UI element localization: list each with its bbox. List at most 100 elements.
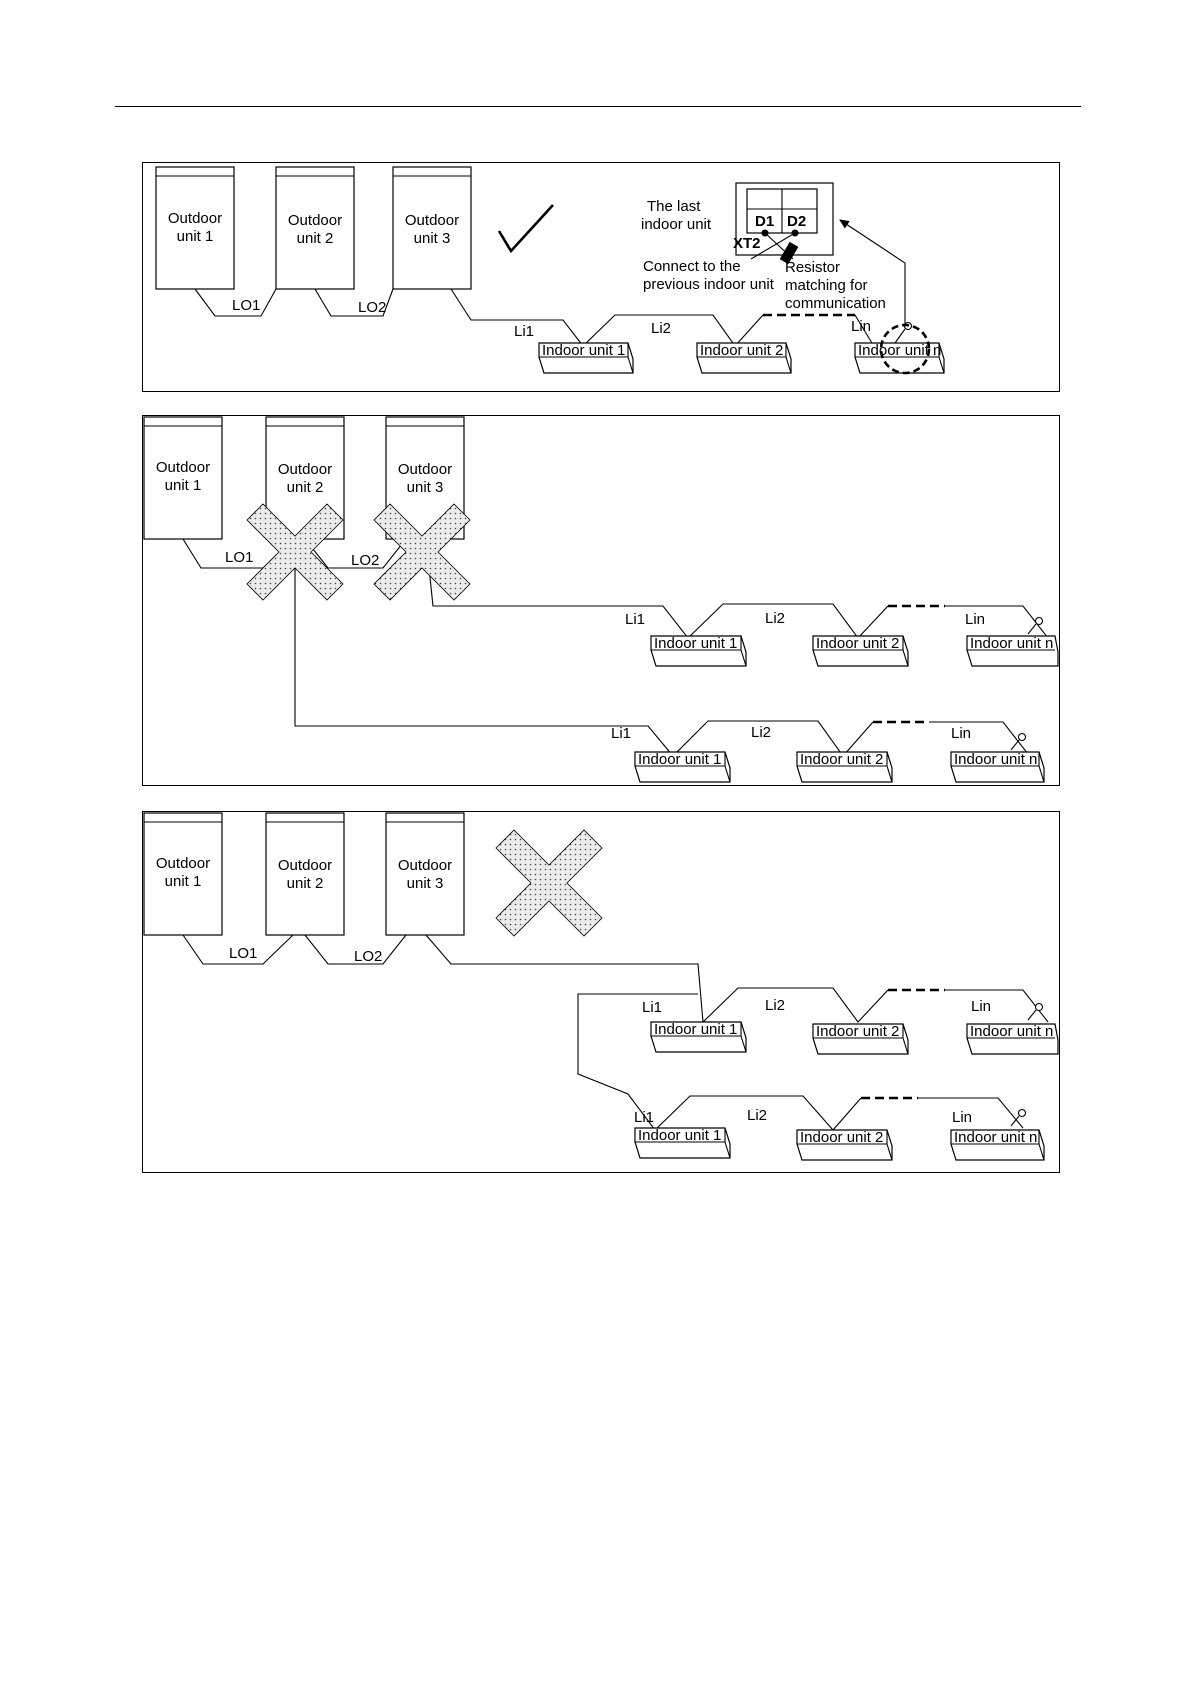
resistor-terminal-icon xyxy=(1017,1108,1027,1118)
indoor-unit-label: Indoor unit 2 xyxy=(816,1023,899,1040)
callout-arrow xyxy=(839,219,906,325)
check-mark-icon xyxy=(497,204,554,254)
indoor-unit-label: Indoor unit 1 xyxy=(654,1021,737,1038)
outdoor-unit-label: unit 1 xyxy=(165,477,202,494)
outdoor-unit-label: unit 2 xyxy=(287,479,324,496)
resistor-lead xyxy=(894,328,906,344)
outdoor-unit-label: Outdoor xyxy=(156,459,210,476)
outdoor-unit-1: Outdoor unit 1 xyxy=(143,416,223,540)
cross-mark-icon xyxy=(373,503,471,601)
outdoor-unit-label: unit 1 xyxy=(177,228,214,245)
indoor-unit-label: Indoor unit 2 xyxy=(816,635,899,652)
link-label-li2: Li2 xyxy=(651,320,671,337)
indoor-unit-label: Indoor unit n xyxy=(970,635,1053,652)
panel-incorrect-indoor-branch: Outdoor unit 1 Outdoor unit 2 Outdoor un… xyxy=(142,811,1060,1173)
link-label-lo2: LO2 xyxy=(351,552,379,569)
outdoor-unit-1: Outdoor unit 1 xyxy=(155,166,235,290)
indoor-unit-n: Indoor unit n xyxy=(950,751,1045,783)
link-label-lo2: LO2 xyxy=(358,299,386,316)
outdoor-unit-label: Outdoor xyxy=(288,212,342,229)
indoor-unit-label: Indoor unit 1 xyxy=(542,342,625,359)
link-label-lo1: LO1 xyxy=(229,945,257,962)
outdoor-unit-label: unit 3 xyxy=(407,875,444,892)
outdoor-unit-label: unit 3 xyxy=(407,479,444,496)
link-label-lin: Lin xyxy=(851,318,871,335)
indoor-unit-1: Indoor unit 1 xyxy=(650,1021,747,1053)
outdoor-unit-label: Outdoor xyxy=(405,212,459,229)
outdoor-unit-2: Outdoor unit 2 xyxy=(275,166,355,290)
link-label-li2: Li2 xyxy=(765,610,785,627)
callout-connect-label: previous indoor unit xyxy=(643,276,775,293)
wire-lo2 xyxy=(304,538,407,569)
outdoor-unit-3: Outdoor unit 3 xyxy=(385,812,465,936)
lower-branch-wire xyxy=(929,721,1029,755)
indoor-unit-2: Indoor unit 2 xyxy=(796,751,893,783)
link-label-li1: Li1 xyxy=(514,323,534,340)
link-label-li1: Li1 xyxy=(642,999,662,1016)
indoor-unit-label: Indoor unit 2 xyxy=(700,342,783,359)
outdoor-unit-label: Outdoor xyxy=(398,857,452,874)
upper-branch-wire xyxy=(425,934,889,1024)
wire-lo2 xyxy=(314,288,394,317)
indoor-unit-1: Indoor unit 1 xyxy=(634,751,731,783)
outdoor-unit-3: Outdoor unit 3 xyxy=(392,166,472,290)
callout-connect-label: Connect to the xyxy=(643,258,741,275)
cross-mark-icon xyxy=(495,829,603,937)
terminal-d1-label: D1 xyxy=(755,213,774,230)
indoor-unit-n: Indoor unit n xyxy=(966,635,1059,667)
indoor-unit-2: Indoor unit 2 xyxy=(796,1129,893,1161)
resistor-terminal-icon xyxy=(1017,732,1027,742)
indoor-unit-label: Indoor unit 1 xyxy=(638,1127,721,1144)
callout-resistor-label: communication xyxy=(785,295,886,312)
outdoor-unit-label: unit 3 xyxy=(414,230,451,247)
outdoor-unit-label: Outdoor xyxy=(278,857,332,874)
callout-last-unit-label: indoor unit xyxy=(641,216,712,233)
wire-lo1 xyxy=(194,288,277,317)
panel-incorrect-outdoor-branch: Outdoor unit 1 Outdoor unit 2 Outdoor un… xyxy=(142,415,1060,786)
indoor-unit-label: Indoor unit 1 xyxy=(638,751,721,768)
link-label-lo1: LO1 xyxy=(225,549,253,566)
indoor-unit-2: Indoor unit 2 xyxy=(696,342,792,374)
outdoor-unit-label: Outdoor xyxy=(278,461,332,478)
link-label-li2: Li2 xyxy=(747,1107,767,1124)
indoor-unit-label: Indoor unit 2 xyxy=(800,1129,883,1146)
incorrect-outdoor-branch-diagram: Outdoor unit 1 Outdoor unit 2 Outdoor un… xyxy=(143,416,1059,783)
link-label-li2: Li2 xyxy=(751,724,771,741)
lower-branch-wire xyxy=(577,993,862,1131)
link-label-lin: Lin xyxy=(951,725,971,742)
wire-lo1 xyxy=(182,934,294,965)
lower-branch-wire xyxy=(918,1097,1024,1129)
terminal-block-label: XT2 xyxy=(733,235,761,252)
callout-resistor-label: Resistor xyxy=(785,259,840,276)
link-label-li1: Li1 xyxy=(625,611,645,628)
indoor-unit-1: Indoor unit 1 xyxy=(634,1127,731,1159)
incorrect-indoor-branch-diagram: Outdoor unit 1 Outdoor unit 2 Outdoor un… xyxy=(143,812,1059,1161)
indoor-unit-n: Indoor unit n xyxy=(950,1129,1045,1161)
callout-last-unit-label: The last xyxy=(647,198,701,215)
outdoor-unit-label: Outdoor xyxy=(156,855,210,872)
terminal-d2-label: D2 xyxy=(787,213,806,230)
indoor-unit-label: Indoor unit 1 xyxy=(654,635,737,652)
indoor-unit-2: Indoor unit 2 xyxy=(812,635,909,667)
link-label-lin: Lin xyxy=(971,998,991,1015)
outdoor-unit-label: unit 2 xyxy=(287,875,324,892)
link-label-lin: Lin xyxy=(952,1109,972,1126)
outdoor-unit-label: unit 1 xyxy=(165,873,202,890)
terminal-block-callout: D1 D2 XT2 xyxy=(733,182,834,265)
link-label-lo1: LO1 xyxy=(232,297,260,314)
outdoor-unit-label: Outdoor xyxy=(168,210,222,227)
outdoor-unit-1: Outdoor unit 1 xyxy=(143,812,223,936)
wire-lo2 xyxy=(304,934,407,965)
correct-wiring-diagram: Outdoor unit 1 Outdoor unit 2 Outdoor un… xyxy=(155,166,945,375)
outdoor-unit-2: Outdoor unit 2 xyxy=(265,416,345,540)
link-label-li1: Li1 xyxy=(634,1109,654,1126)
indoor-unit-label: Indoor unit n xyxy=(954,1129,1037,1146)
link-label-li1: Li1 xyxy=(611,725,631,742)
link-label-lo2: LO2 xyxy=(354,948,382,965)
callout-resistor-label: matching for xyxy=(785,277,868,294)
indoor-unit-1: Indoor unit 1 xyxy=(650,635,747,667)
indoor-chain-wire xyxy=(450,288,764,347)
indoor-unit-label: Indoor unit n xyxy=(954,751,1037,768)
outdoor-unit-label: Outdoor xyxy=(398,461,452,478)
resistor-terminal-icon xyxy=(1034,1002,1044,1012)
